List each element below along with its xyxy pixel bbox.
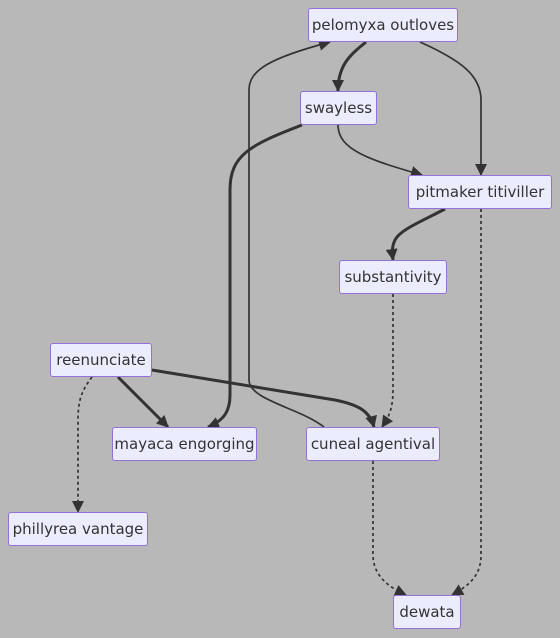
edge-swayless-to-mayaca <box>207 123 303 429</box>
node-phillyrea-vantage[interactable]: phillyrea vantage <box>8 512 148 546</box>
edge-reenunciate-to-phillyrea <box>72 376 93 513</box>
edge-cuneal-to-dewata <box>372 461 407 597</box>
node-pitmaker-titiviller[interactable]: pitmaker titiviller <box>408 175 552 209</box>
edge-reenunciate-to-cuneal <box>151 368 377 428</box>
node-dewata[interactable]: dewata <box>393 595 461 629</box>
node-mayaca-engorging[interactable]: mayaca engorging <box>112 427 257 461</box>
node-pelomyxa-outloves[interactable]: pelomyxa outloves <box>308 8 458 42</box>
edge-substantivity-to-cuneal <box>381 294 394 428</box>
node-swayless[interactable]: swayless <box>300 91 377 125</box>
node-cuneal-agentival[interactable]: cuneal agentival <box>306 427 440 461</box>
node-label: reenunciate <box>56 351 146 369</box>
node-label: pitmaker titiviller <box>415 183 545 201</box>
edge-cuneal-to-pelomyxa <box>248 39 331 428</box>
node-substantivity[interactable]: substantivity <box>339 260 447 294</box>
node-label: cuneal agentival <box>310 435 436 453</box>
edge-swayless-to-pitmaker <box>337 124 423 178</box>
edge-reenunciate-to-mayaca <box>116 375 170 429</box>
node-label: pelomyxa outloves <box>311 16 455 34</box>
edge-pitmaker-to-substantivity <box>385 207 446 261</box>
node-label: phillyrea vantage <box>12 520 144 538</box>
edge-pitmaker-to-dewata <box>451 209 482 596</box>
edge-pelomyxa-to-pitmaker <box>419 41 487 176</box>
node-reenunciate[interactable]: reenunciate <box>50 343 152 377</box>
node-label: swayless <box>304 99 373 117</box>
node-label: mayaca engorging <box>114 435 255 453</box>
node-label: dewata <box>399 603 455 621</box>
node-label: substantivity <box>344 268 442 286</box>
edge-pelomyxa-to-swayless <box>332 40 367 92</box>
